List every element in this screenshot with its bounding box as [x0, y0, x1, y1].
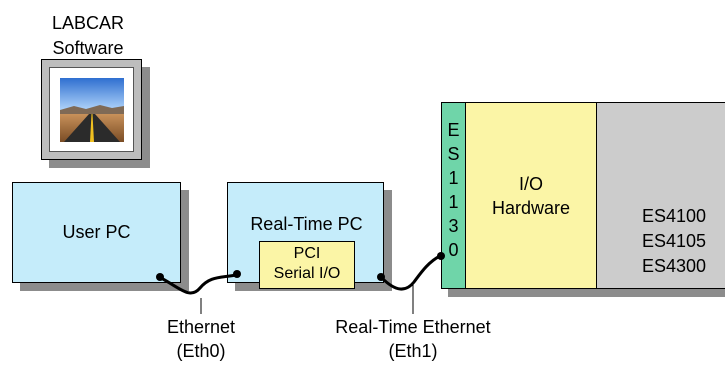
software-monitor	[41, 59, 142, 160]
software-title-line1: LABCAR	[51, 13, 125, 33]
user-pc-label: User PC	[62, 222, 131, 242]
es1130-letter-2: S	[447, 144, 460, 164]
pci-card-line2: Serial I/O	[273, 265, 341, 282]
realtime-ethernet-cable	[380, 254, 441, 291]
io-hardware-line2: Hardware	[491, 198, 571, 218]
ethernet-port-rt-pc	[233, 270, 241, 278]
es-rack-line1: ES4100	[642, 206, 707, 226]
io-hardware-box: I/O Hardware	[465, 102, 597, 289]
io-hardware-line1: I/O	[518, 174, 543, 194]
es-rack-line2: ES4105	[642, 231, 707, 251]
eth0-label-line1: Ethernet	[166, 317, 236, 337]
eth0-label-line2: (Eth0)	[176, 341, 226, 361]
ethernet-port-rt-pc-eth1	[377, 273, 385, 281]
ethernet-port-user-pc	[156, 273, 164, 281]
pci-card-line1: PCI	[293, 245, 321, 262]
ethernet-port-es1130	[437, 252, 445, 260]
es1130-letter-3: 1	[448, 168, 459, 188]
rt-pc-label: Real-Time PC	[250, 214, 363, 234]
es1130-card: E S 1 1 3 0	[441, 102, 466, 289]
es1130-letter-4: 1	[448, 192, 459, 212]
ethernet-cable	[160, 273, 237, 295]
software-title-line2: Software	[52, 38, 124, 58]
user-pc-box: User PC	[12, 182, 181, 283]
eth1-label-line2: (Eth1)	[388, 341, 438, 361]
monitor-inner-frame	[49, 67, 134, 152]
es1130-letter-6: 0	[448, 240, 459, 260]
es1130-letter-1: E	[447, 120, 460, 140]
road-landscape-icon	[60, 78, 124, 142]
eth1-label-line1: Real-Time Ethernet	[335, 317, 491, 337]
pci-serial-card: PCI Serial I/O	[259, 241, 355, 289]
es-rack-box: ES4100 ES4105 ES4300	[596, 102, 725, 289]
es-rack-line3: ES4300	[642, 256, 707, 276]
rt-pc-box: Real-Time PC PCI Serial I/O	[227, 182, 384, 289]
es1130-letter-5: 3	[448, 216, 459, 236]
